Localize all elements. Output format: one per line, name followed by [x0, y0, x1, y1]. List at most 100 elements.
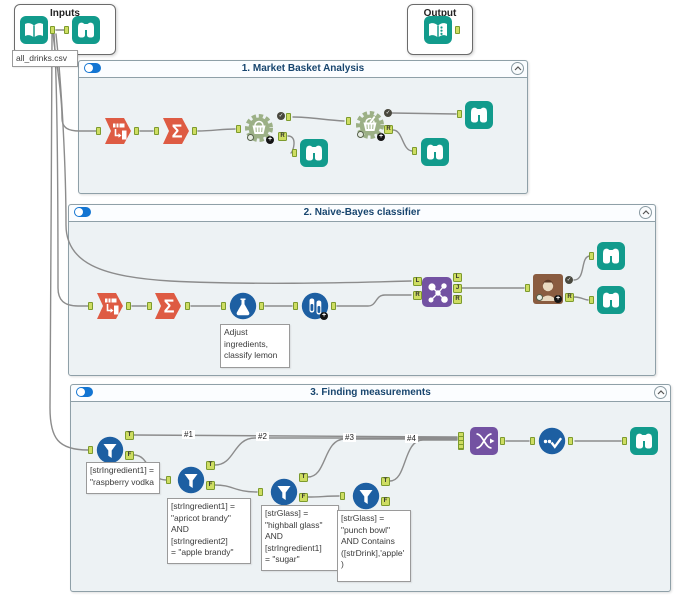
formula-annotation[interactable]: Adjust ingredients, classify lemon	[220, 324, 290, 368]
union-input-anchor-stack[interactable]	[458, 432, 464, 450]
mb-inspect-input-anchor[interactable]	[346, 117, 351, 125]
union-output-anchor[interactable]	[500, 437, 505, 445]
samples-input-anchor[interactable]	[293, 302, 298, 310]
filter1-false-anchor[interactable]: F	[125, 451, 134, 460]
browse-inputs-input-anchor[interactable]	[64, 26, 69, 34]
summarize2-input-anchor[interactable]	[147, 302, 152, 310]
transpose-tool-1[interactable]	[104, 117, 132, 150]
container-2-enable-toggle[interactable]	[74, 207, 91, 217]
browse-nb1-input-anchor[interactable]	[589, 252, 594, 260]
formula-tool[interactable]	[229, 292, 257, 325]
union-tool[interactable]	[470, 427, 498, 460]
filter1-annotation[interactable]: [strIngredient1] = "raspberry vodka	[86, 462, 160, 494]
container-market-basket[interactable]: 1. Market Basket Analysis	[78, 60, 528, 194]
naive-bayes-check-anchor[interactable]: ✓	[565, 276, 573, 284]
connection-label-2: #2	[256, 432, 269, 441]
market-basket-inspect-macro[interactable]	[354, 110, 386, 147]
filter2-true-anchor[interactable]: T	[206, 461, 215, 470]
naive-bayes-output-anchor-r[interactable]: R	[565, 293, 574, 302]
container-2-header[interactable]: 2. Naive-Bayes classifier	[69, 205, 655, 222]
naive-bayes-classifier-macro[interactable]	[533, 274, 563, 309]
mb-inspect-output-anchor-r[interactable]: R	[384, 125, 393, 134]
join-output-anchor-r[interactable]: R	[453, 295, 462, 304]
binoculars-icon	[72, 16, 100, 44]
container-2-title: 2. Naive-Bayes classifier	[303, 207, 421, 218]
browse-tool-measurements[interactable]	[630, 427, 658, 460]
filter1-input-anchor[interactable]	[88, 446, 93, 454]
join-input-anchor-r[interactable]: R	[413, 291, 422, 300]
container-naive-bayes[interactable]: 2. Naive-Bayes classifier	[68, 204, 656, 376]
sigma-icon: Σ	[163, 118, 189, 144]
unique-input-anchor[interactable]	[530, 437, 535, 445]
filter-tool-1[interactable]	[96, 436, 124, 469]
create-samples-tool[interactable]	[301, 292, 329, 325]
browse-tool-mb-rules[interactable]	[300, 139, 328, 172]
output-data-output-anchor[interactable]	[455, 26, 460, 34]
naive-bayes-input-anchor[interactable]	[525, 284, 530, 292]
summarize2-output-anchor[interactable]	[185, 302, 190, 310]
output-data-tool[interactable]	[424, 16, 452, 49]
transpose2-output-anchor[interactable]	[126, 302, 131, 310]
filter3-annotation[interactable]: [strGlass] = "highball glass" AND [strIn…	[261, 505, 339, 571]
filter-tool-2[interactable]	[177, 466, 205, 499]
transpose-tool-2[interactable]	[96, 292, 124, 325]
input-data-tool[interactable]	[20, 16, 48, 49]
filter-tool-3[interactable]	[270, 478, 298, 511]
transpose1-input-anchor[interactable]	[96, 127, 101, 135]
filter4-true-anchor[interactable]: T	[381, 477, 390, 486]
browse-tool-mb-top[interactable]	[465, 101, 493, 134]
summarize1-output-anchor[interactable]	[192, 127, 197, 135]
mb-rules-output-anchor-top[interactable]	[286, 113, 291, 121]
browse-tool-mb-bottom[interactable]	[421, 138, 449, 171]
summarize1-input-anchor[interactable]	[154, 127, 159, 135]
browse-mb1-input-anchor[interactable]	[292, 149, 297, 157]
formula-output-anchor[interactable]	[259, 302, 264, 310]
container-1-header[interactable]: 1. Market Basket Analysis	[79, 61, 527, 78]
filter-tool-4[interactable]	[352, 482, 380, 515]
join-output-anchor-l[interactable]: L	[453, 273, 462, 282]
samples-output-anchor[interactable]	[331, 302, 336, 310]
unique-output-anchor[interactable]	[568, 437, 573, 445]
filter2-input-anchor[interactable]	[166, 476, 171, 484]
mb-rules-check-anchor[interactable]: ✓	[277, 112, 285, 120]
join-input-anchor-l[interactable]: L	[413, 277, 422, 286]
browse-mb2-input-anchor[interactable]	[457, 110, 462, 118]
unique-tool[interactable]	[538, 427, 566, 460]
container-1-collapse-button[interactable]	[511, 62, 524, 75]
container-3-collapse-button[interactable]	[654, 386, 667, 399]
mb-rules-output-anchor-r[interactable]: R	[278, 132, 287, 141]
filter2-false-anchor[interactable]: F	[206, 481, 215, 490]
filter3-false-anchor[interactable]: F	[299, 493, 308, 502]
browse3-input-anchor[interactable]	[622, 437, 627, 445]
browse-tool-inputs[interactable]	[72, 16, 100, 49]
mb-rules-input-anchor[interactable]	[236, 125, 241, 133]
container-3-header[interactable]: 3. Finding measurements	[71, 385, 670, 402]
transpose2-input-anchor[interactable]	[88, 302, 93, 310]
browse-tool-nb-top[interactable]	[597, 242, 625, 275]
summarize-tool-2[interactable]: Σ	[154, 292, 182, 325]
formula-input-anchor[interactable]	[221, 302, 226, 310]
filter3-input-anchor[interactable]	[258, 488, 263, 496]
transpose1-output-anchor[interactable]	[134, 127, 139, 135]
filter3-true-anchor[interactable]: T	[299, 473, 308, 482]
container-2-collapse-button[interactable]	[639, 206, 652, 219]
funnel-icon	[177, 466, 205, 494]
browse-mb3-input-anchor[interactable]	[412, 147, 417, 155]
input-file-label[interactable]: all_drinks.csv	[12, 50, 78, 67]
browse-tool-nb-bottom[interactable]	[597, 286, 625, 319]
join-nodes-icon	[422, 277, 452, 307]
mb-inspect-check-anchor[interactable]: ✓	[384, 109, 392, 117]
filter2-annotation[interactable]: [strIngredient1] = "apricot brandy" AND …	[167, 498, 251, 564]
market-basket-rules-macro[interactable]	[243, 113, 275, 150]
container-1-enable-toggle[interactable]	[84, 63, 101, 73]
join-output-anchor-j[interactable]: J	[453, 284, 462, 293]
filter1-true-anchor[interactable]: T	[125, 431, 134, 440]
input-data-output-anchor[interactable]	[50, 26, 55, 34]
join-tool[interactable]	[422, 277, 452, 312]
filter4-annotation[interactable]: [strGlass] = "punch bowl" AND Contains (…	[337, 510, 411, 582]
filter4-input-anchor[interactable]	[340, 492, 345, 500]
container-3-enable-toggle[interactable]	[76, 387, 93, 397]
browse-nb2-input-anchor[interactable]	[589, 296, 594, 304]
filter4-false-anchor[interactable]: F	[381, 497, 390, 506]
summarize-tool-1[interactable]: Σ	[162, 117, 190, 150]
